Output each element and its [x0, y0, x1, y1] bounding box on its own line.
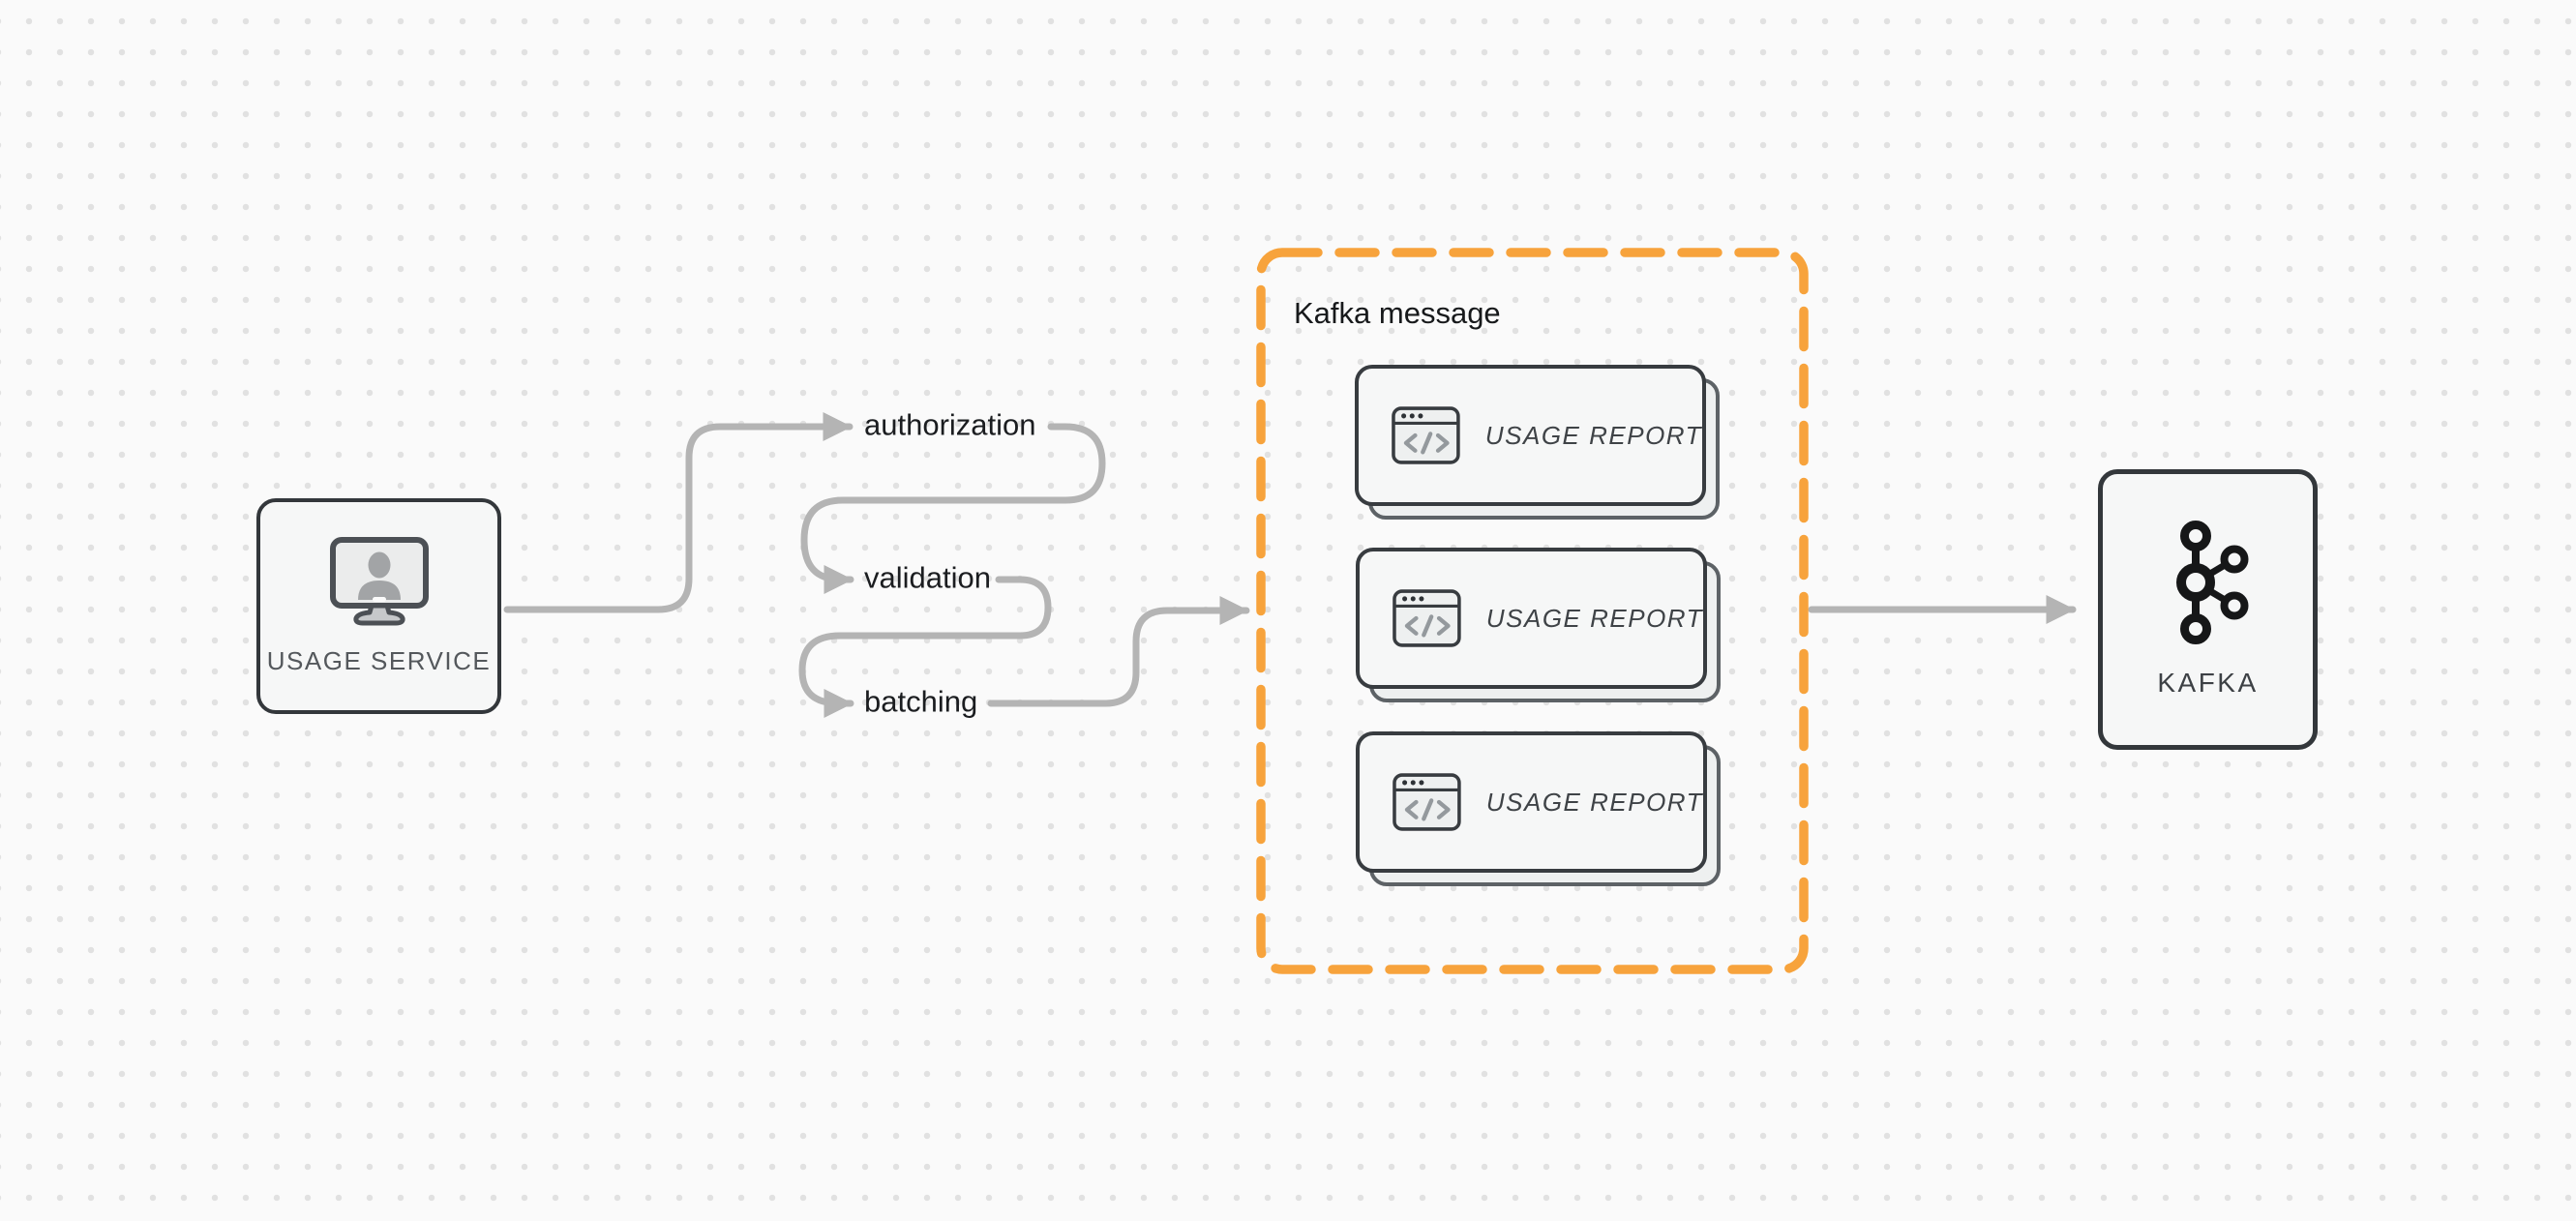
- step-label-authorization: authorization: [864, 407, 1036, 442]
- kafka-label: KAFKA: [2157, 668, 2259, 698]
- usage-report-card: USAGE REPORT: [1355, 365, 1720, 520]
- arrow-authorization-to-validation: [800, 423, 1106, 595]
- code-window-icon: [1393, 589, 1461, 647]
- monitor-user-icon: [329, 537, 429, 626]
- kafka-node: KAFKA: [2098, 469, 2318, 750]
- usage-report-card: USAGE REPORT: [1356, 731, 1721, 886]
- kafka-message-group-title: Kafka message: [1294, 296, 1501, 330]
- usage-service-node: USAGE SERVICE: [256, 498, 501, 714]
- usage-report-label: USAGE REPORT: [1484, 420, 1702, 450]
- arrow-validation-to-batching: [798, 576, 1052, 719]
- code-window-icon: [1393, 773, 1461, 831]
- kafka-logo-icon: [2175, 521, 2248, 644]
- kafka-message-group-border: [1256, 248, 1809, 974]
- step-label-validation: validation: [864, 560, 991, 595]
- usage-report-label: USAGE REPORT: [1485, 787, 1703, 817]
- code-window-icon: [1392, 406, 1460, 464]
- arrow-batching-to-group: [987, 595, 1250, 707]
- usage-service-label: USAGE SERVICE: [266, 646, 492, 675]
- step-label-batching: batching: [864, 684, 978, 719]
- usage-report-label: USAGE REPORT: [1485, 603, 1703, 633]
- arrow-usage-to-authorization: [503, 411, 854, 613]
- usage-report-card: USAGE REPORT: [1356, 548, 1721, 702]
